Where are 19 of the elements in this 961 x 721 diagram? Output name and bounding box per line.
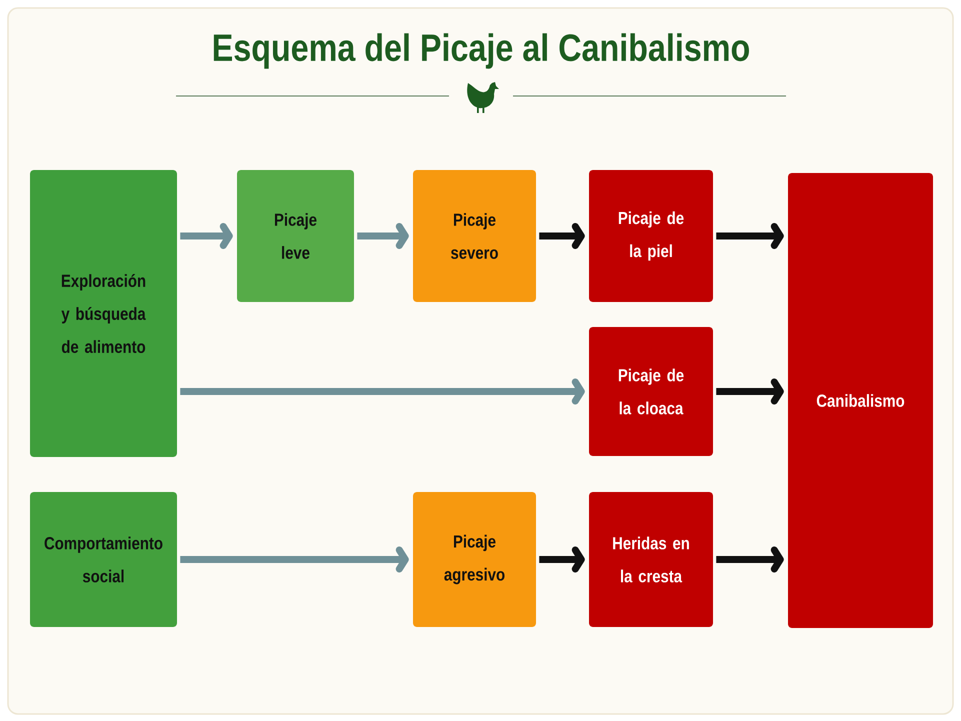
process-box: Picaje de la piel [589,170,713,302]
process-box: Comportamiento social [30,492,177,627]
arrow [539,546,585,572]
process-box: Picaje severo [413,170,536,302]
arrow [716,546,784,572]
arrow [180,223,233,249]
title: Esquema del Picaje al Canibalismo [214,33,749,69]
arrow [539,223,585,249]
process-box: Canibalismo [788,173,933,628]
arrow [180,546,409,572]
arrow [180,378,585,404]
arrow [716,223,784,249]
arrow [716,378,784,404]
process-box: Picaje de la cloaca [589,327,713,456]
process-box: Picaje leve [237,170,354,302]
process-box: Heridas en la cresta [589,492,713,627]
arrow [357,223,409,249]
process-box: Picaje agresivo [413,492,536,627]
process-box: Exploración y búsqueda de alimento [30,170,177,457]
